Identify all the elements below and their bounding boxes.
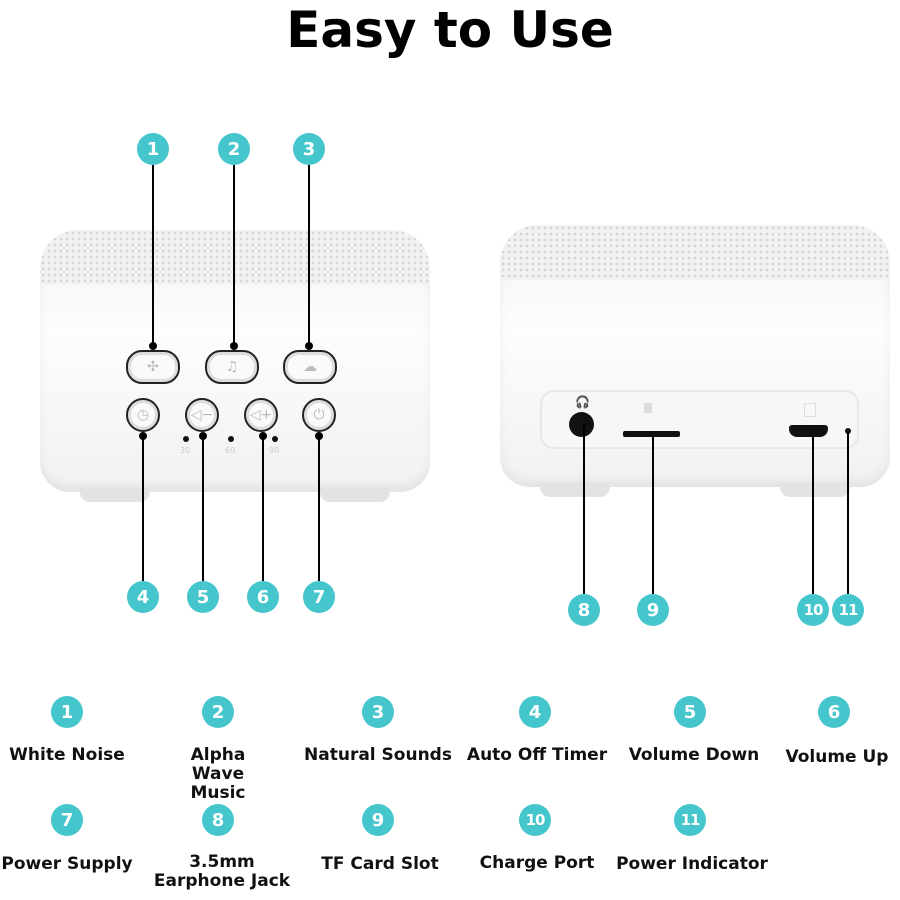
callout-line	[262, 436, 264, 581]
device-foot	[540, 483, 610, 497]
callout-badge: 8	[568, 594, 600, 626]
callout-line	[812, 436, 814, 594]
volume-down-icon: ◁−	[190, 407, 214, 423]
legend-badge: 5	[674, 696, 706, 728]
timer-led-30	[183, 436, 189, 442]
legend-badge: 11	[674, 804, 706, 836]
tf-card-slot[interactable]	[623, 431, 680, 437]
legend-badge: 8	[202, 804, 234, 836]
legend-badge: 6	[818, 696, 850, 728]
page-title: Easy to Use	[286, 1, 614, 59]
callout-badge: 10	[797, 594, 829, 626]
legend-label: Auto Off Timer	[466, 745, 608, 765]
power-button[interactable]: ⏻	[302, 398, 336, 432]
callout-anchor	[259, 432, 267, 440]
callout-badge: 3	[293, 133, 325, 165]
legend-label: Volume Down	[628, 745, 760, 765]
callout-badge: 11	[832, 594, 864, 626]
callout-anchor	[199, 432, 207, 440]
legend-label: Power Supply	[1, 854, 133, 874]
lock-icon	[804, 403, 816, 417]
alpha-wave-button[interactable]: ♫	[205, 350, 259, 384]
timer-led-90	[272, 436, 278, 442]
callout-line	[233, 165, 235, 346]
callout-badge: 7	[303, 581, 335, 613]
callout-anchor	[149, 342, 157, 350]
callout-line	[583, 424, 585, 594]
callout-anchor	[315, 432, 323, 440]
fan-icon: ✣	[147, 359, 159, 375]
legend-label: White Noise	[9, 745, 125, 765]
callout-badge: 6	[247, 581, 279, 613]
legend-badge: 2	[202, 696, 234, 728]
volume-up-button[interactable]: ◁+	[244, 398, 278, 432]
legend-label: TF Card Slot	[321, 854, 439, 874]
callout-badge: 1	[137, 133, 169, 165]
callout-line	[202, 436, 204, 581]
callout-line	[318, 436, 320, 581]
timer-icon: ◷	[136, 407, 150, 423]
callout-badge: 2	[218, 133, 250, 165]
power-icon: ⏻	[313, 407, 325, 423]
callout-line	[142, 436, 144, 581]
white-noise-button[interactable]: ✣	[126, 350, 180, 384]
sound-machine-front	[40, 230, 430, 502]
volume-down-button[interactable]: ◁−	[185, 398, 219, 432]
device-foot	[80, 488, 150, 502]
tf-card-icon	[644, 403, 652, 413]
legend-badge: 7	[51, 804, 83, 836]
micro-usb-charge-port[interactable]	[789, 425, 828, 437]
cloud-rain-icon: ☁	[303, 359, 317, 375]
power-indicator-led	[845, 428, 851, 434]
legend-label: Power Indicator	[616, 854, 768, 874]
music-note-icon: ♫	[225, 359, 239, 375]
legend-badge: 1	[51, 696, 83, 728]
legend-badge: 10	[519, 804, 551, 836]
volume-up-icon: ◁+	[249, 407, 273, 423]
callout-badge: 9	[637, 594, 669, 626]
headphone-icon: 🎧	[575, 395, 590, 409]
natural-sounds-button[interactable]: ☁	[283, 350, 337, 384]
timer-tick-label: 60	[225, 446, 236, 455]
device-foot	[780, 483, 850, 497]
speaker-grille	[40, 230, 430, 285]
callout-line	[308, 165, 310, 346]
callout-line	[152, 165, 154, 346]
timer-led-60	[228, 436, 234, 442]
callout-badge: 5	[187, 581, 219, 613]
callout-anchor	[230, 342, 238, 350]
callout-line	[847, 432, 849, 594]
legend-label: 3.5mm Earphone Jack	[153, 852, 291, 891]
auto-off-timer-button[interactable]: ◷	[126, 398, 160, 432]
speaker-grille	[500, 225, 890, 280]
legend-label: Alpha Wave Music	[190, 745, 246, 803]
callout-line	[652, 436, 654, 594]
device-foot	[320, 488, 390, 502]
legend-badge: 4	[519, 696, 551, 728]
legend-label: Natural Sounds	[304, 745, 452, 765]
legend-label: Volume Up	[785, 747, 889, 767]
timer-tick-label: 90	[269, 446, 280, 455]
legend-badge: 3	[362, 696, 394, 728]
callout-badge: 4	[127, 581, 159, 613]
legend-badge: 9	[362, 804, 394, 836]
callout-anchor	[305, 342, 313, 350]
legend-label: Charge Port	[479, 853, 595, 873]
earphone-jack[interactable]	[569, 412, 594, 437]
timer-tick-label: 30	[180, 446, 191, 455]
callout-anchor	[139, 432, 147, 440]
